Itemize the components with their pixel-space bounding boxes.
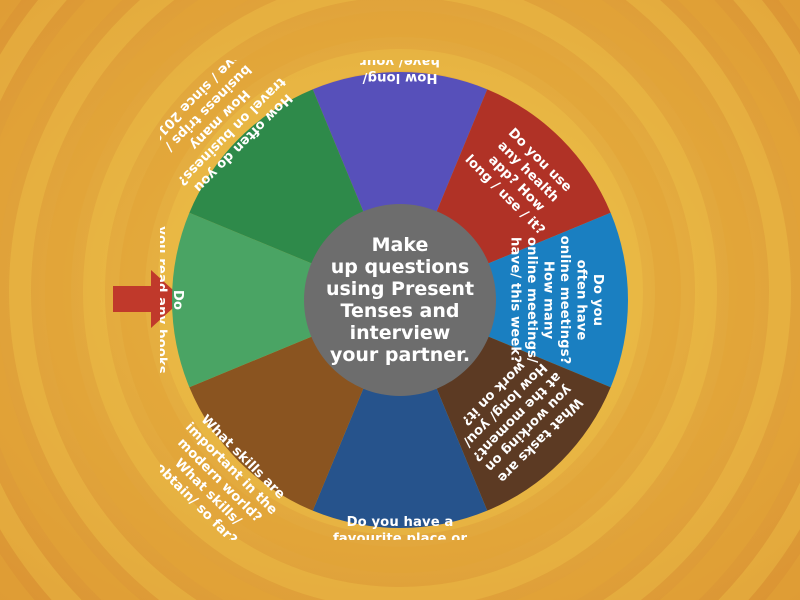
svg-text:Doyou read any bookson busines: Doyou read any bookson business? What/th… [160, 223, 185, 378]
segment-online-meetings-text: Do youoften haveonline meetings?How many… [508, 236, 606, 365]
segment-business-books[interactable] [172, 212, 400, 388]
segment-business-books-text: Doyou read any bookson business? What/th… [160, 223, 185, 378]
spinner-wheel[interactable]: How long/have/ yourlaptop? Do you useany … [160, 60, 640, 540]
wheel-hub [304, 204, 496, 396]
spinner-pointer-arrow-icon [113, 270, 183, 328]
segment-online-meetings[interactable] [400, 212, 628, 388]
segment-health-app-text: Do you useany healthapp? Howlong / use /… [462, 117, 583, 239]
segment-laptop-text: How long/have/ yourlaptop? [360, 60, 440, 85]
svg-text:Do you useany healthapp? Howlo: Do you useany healthapp? Howlong / use /… [462, 117, 583, 238]
segment-laptop[interactable] [312, 72, 488, 301]
segment-favourite-city[interactable] [312, 300, 488, 528]
svg-text:Do youoften haveonline meeting: Do youoften haveonline meetings?How many… [508, 236, 606, 365]
svg-text:How long/have/ yourlaptop?: How long/have/ yourlaptop? [360, 60, 440, 85]
spinner-wheel-svg[interactable]: How long/have/ yourlaptop? Do you useany … [160, 60, 640, 540]
